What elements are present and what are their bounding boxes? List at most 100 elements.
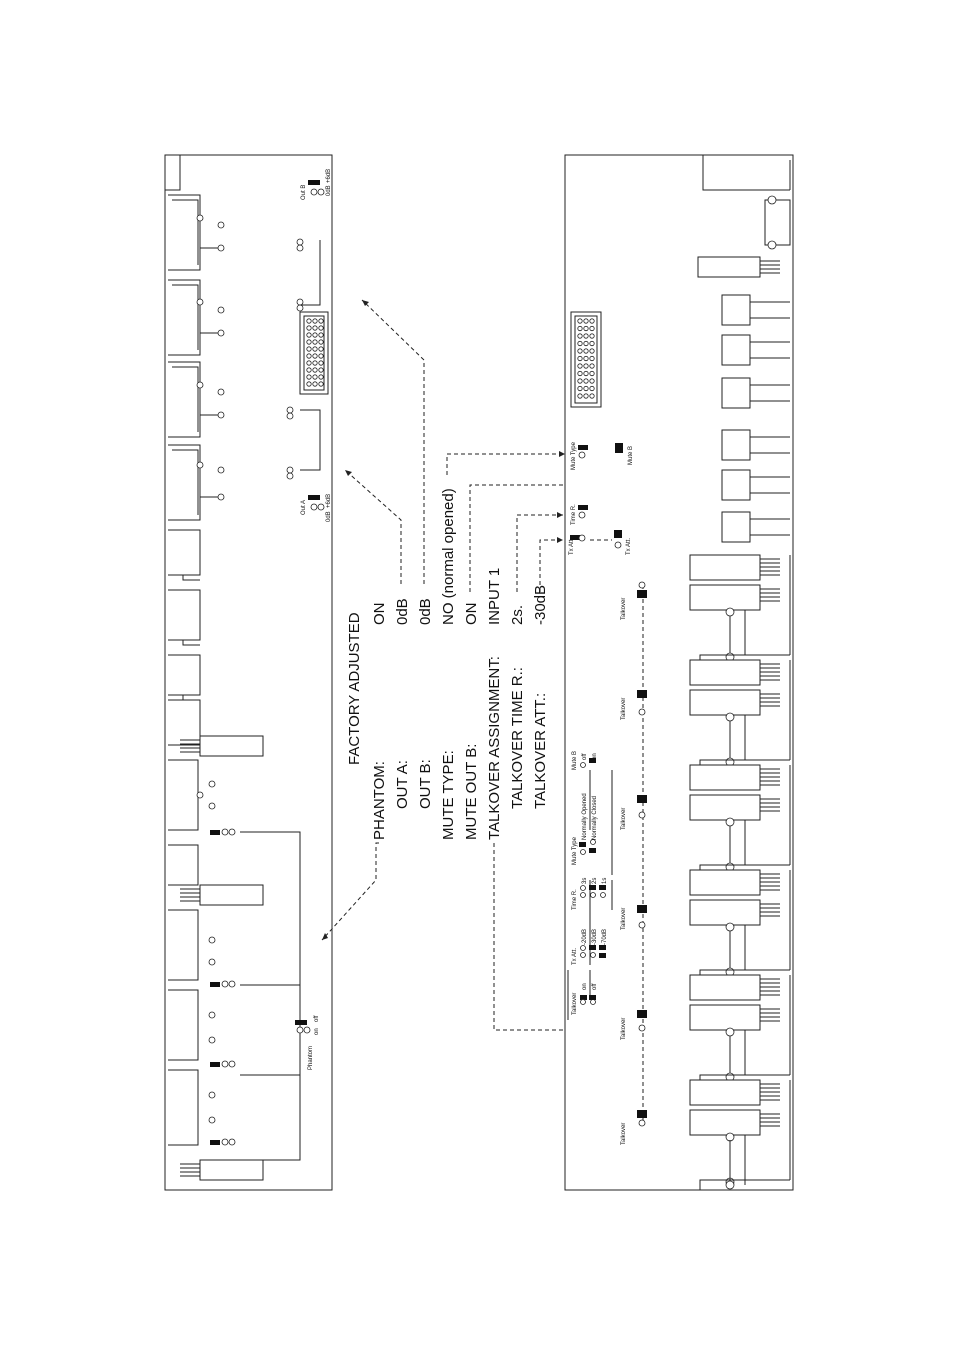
- out-b-label: Out B: [301, 185, 307, 200]
- setting-value-out-b: 0dB: [417, 598, 434, 625]
- header-pin: [589, 370, 595, 377]
- setting-label-out-b: OUT B:: [417, 759, 434, 809]
- talkover-label-1: Talkover: [621, 598, 627, 620]
- phantom-switch: on off Phantom: [295, 1015, 320, 1070]
- header-pin: [318, 367, 324, 373]
- header-pin: [583, 378, 589, 384]
- header-pin: [589, 348, 595, 354]
- tx-att-label-2: Tx Att.: [626, 538, 632, 555]
- right-board: Mute Type Mute B Time R. Tx Att. Tx Att.…: [564, 154, 794, 1191]
- header-pin: [589, 378, 595, 384]
- legend-mutetype-opt1: Normally Opened: [582, 793, 588, 840]
- header-pin: [312, 332, 318, 338]
- header-pin: [312, 318, 318, 324]
- header-pin: [583, 318, 589, 324]
- left-dip-markers: [210, 828, 236, 1146]
- legend-txatt-title: Tx Att.: [572, 948, 578, 965]
- talkover-label-3: Talkover: [621, 808, 627, 830]
- mute-b-switch: Mute B: [615, 443, 634, 465]
- mute-type-switch: Mute Type: [571, 441, 588, 470]
- input-modules: [689, 554, 791, 1190]
- legend-talkover-title: Talkover: [572, 993, 578, 1015]
- legend-muteb-opt1: off: [582, 753, 588, 760]
- header-pin: [577, 370, 583, 377]
- header-pin: [583, 363, 589, 369]
- legend-timer-opt2: 2s: [592, 878, 598, 884]
- header-pin: [312, 325, 318, 331]
- header-pin: [577, 393, 583, 399]
- setting-value-phantom: ON: [371, 603, 388, 626]
- header-pin: [583, 333, 589, 339]
- legend-talkover-on: on: [582, 983, 588, 990]
- header-pin: [589, 363, 595, 369]
- header-pin: [318, 360, 324, 366]
- header-pin: [589, 393, 595, 399]
- header-pin: [589, 318, 595, 324]
- out-b-opt-low: 0dB: [326, 185, 332, 196]
- header-pin: [589, 325, 595, 332]
- setting-value-mute-out-b: ON: [463, 603, 480, 626]
- header-pin: [312, 360, 318, 366]
- input-module: [689, 1079, 791, 1190]
- header-pin: [318, 325, 324, 331]
- legend-muteb-title: Mute B: [572, 751, 578, 770]
- setting-label-mute-type: MUTE TYPE:: [440, 750, 457, 840]
- setting-value-mute-type: NO (normal opened): [440, 488, 457, 625]
- header-pin: [318, 318, 324, 324]
- setting-label-talkover-time: TALKOVER TIME R.:: [509, 667, 526, 809]
- input-module: [689, 554, 791, 665]
- left-board: Out B 0dB +6dB Out A 0dB +6dB on off Pha…: [164, 154, 333, 1191]
- header-pin: [577, 363, 583, 369]
- header-pin: [318, 353, 324, 359]
- out-b-opt-high: +6dB: [326, 169, 332, 183]
- phantom-label: Phantom: [308, 1046, 314, 1070]
- header-pin: [312, 353, 318, 359]
- header-pin: [589, 333, 595, 339]
- out-a-switch: Out A 0dB +6dB: [301, 494, 332, 522]
- tx-att-label: Tx Att.: [569, 538, 575, 555]
- header-pin: [306, 346, 312, 352]
- header-pin: [312, 346, 318, 352]
- legend-txatt-opt2: -30dB: [592, 929, 598, 945]
- legend-muteb-opt2: on: [592, 753, 598, 760]
- header-pin: [577, 325, 583, 332]
- phantom-opt-on: on: [314, 1028, 320, 1035]
- left-header-pins: [306, 318, 324, 387]
- left-connectors-bottom: [168, 759, 264, 1181]
- header-pin: [577, 385, 583, 392]
- header-pin: [306, 367, 312, 373]
- factory-settings-table: FACTORY ADJUSTED PHANTOM: ON OUT A: 0dB …: [346, 488, 549, 840]
- header-pin: [306, 374, 312, 380]
- header-pin: [318, 374, 324, 380]
- phantom-opt-off: off: [314, 1015, 320, 1022]
- input-module: [689, 659, 791, 770]
- header-pin: [583, 385, 589, 392]
- legend-timer-opt1: 3s: [582, 878, 588, 884]
- setting-label-talkover-assignment: TALKOVER ASSIGNMENT:: [486, 656, 503, 840]
- header-pin: [589, 385, 595, 392]
- out-a-opt-high: +6dB: [326, 494, 332, 508]
- talkover-label-2: Talkover: [621, 698, 627, 720]
- header-pin: [577, 340, 583, 347]
- header-pin: [306, 332, 312, 338]
- header-pin: [318, 339, 324, 345]
- setting-label-talkover-att: TALKOVER ATT.:: [532, 693, 549, 809]
- header-pin: [318, 381, 324, 387]
- mute-b-label: Mute B: [628, 446, 634, 465]
- header-pin: [306, 318, 312, 324]
- input-module: [689, 869, 791, 980]
- out-a-label: Out A: [301, 500, 307, 515]
- header-pin: [318, 346, 324, 352]
- header-pin: [583, 325, 589, 332]
- header-pin: [589, 340, 595, 347]
- talkover-label-4: Talkover: [621, 908, 627, 930]
- out-a-opt-low: 0dB: [326, 511, 332, 522]
- header-pin: [577, 348, 583, 354]
- header-pin: [306, 339, 312, 345]
- talkover-label-5: Talkover: [621, 1018, 627, 1040]
- header-pin: [312, 339, 318, 345]
- legend-mutetype-opt2: Normally Closed: [592, 796, 598, 840]
- header-pin: [577, 318, 583, 324]
- left-connectors-top: [168, 194, 225, 521]
